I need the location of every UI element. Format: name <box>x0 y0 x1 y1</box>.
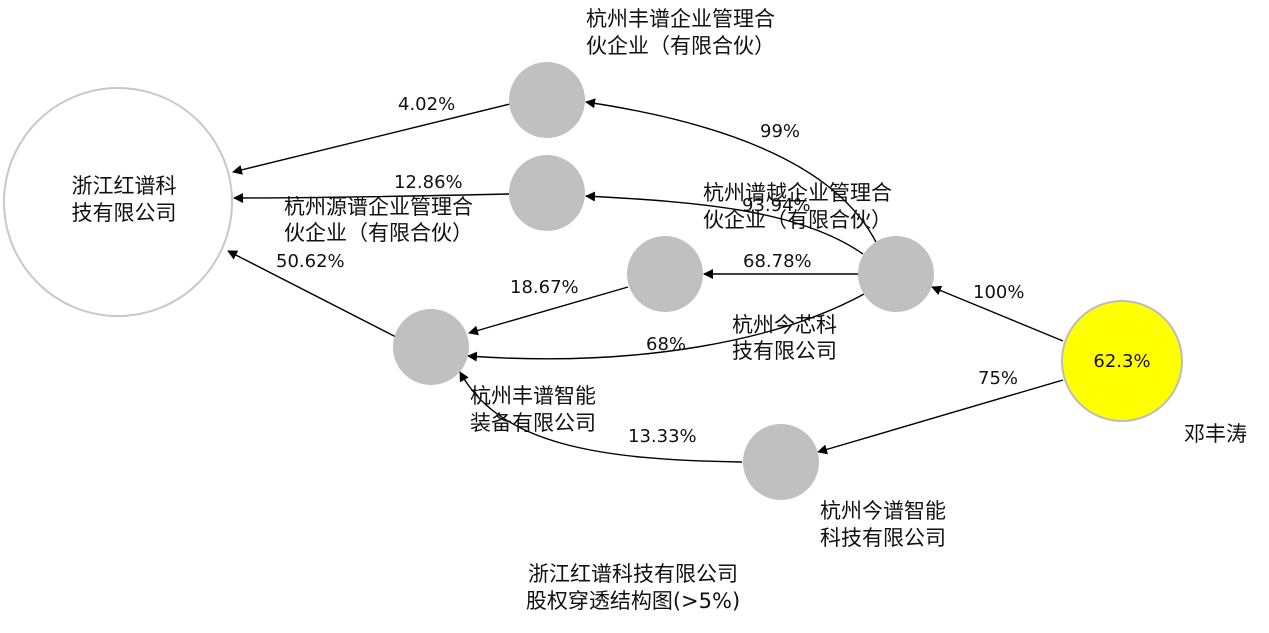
edge-person-to-puyue <box>931 285 1064 342</box>
edge-label-person-to-puyue: 100% <box>973 282 1024 303</box>
edge-person-to-jinpu <box>817 379 1064 455</box>
node-target[interactable] <box>3 87 233 317</box>
fengpu-zhineng-label-line2: 装备有限公司 <box>470 411 596 435</box>
node-person[interactable] <box>1061 300 1183 422</box>
diagram-title: 浙江红谱科技有限公司 股权穿透结构图(>5%) <box>526 562 740 613</box>
puyue-hehuo-label-line2: 伙企业（有限合伙） <box>703 208 892 232</box>
node-labels: 浙江红谱科 技有限公司 杭州丰谱企业管理合 伙企业（有限合伙） 杭州源谱企业管理… <box>72 7 1248 550</box>
edge-fzn-to-target <box>227 250 397 338</box>
node-fengpu-hehuo[interactable] <box>509 62 585 138</box>
edge-puyue-to-fzn <box>467 293 865 362</box>
edge-fengpu-to-target <box>232 103 511 175</box>
target-label-line2: 技有限公司 <box>72 201 177 225</box>
node-puyue-hehuo[interactable] <box>858 236 934 312</box>
yuanpu-hehuo-label-line2: 伙企业（有限合伙） <box>284 221 473 245</box>
jinpu-zhineng-label-line2: 科技有限公司 <box>820 526 946 550</box>
puyue-hehuo-label-line1: 杭州谱越企业管理合 <box>703 181 892 205</box>
edge-label-puyue-to-yuanpu: 93.94% <box>742 195 811 216</box>
edge-puyue-to-fengpu <box>585 98 878 245</box>
jinxin-label-line1: 杭州今芯科 <box>732 313 837 337</box>
edge-puyue-to-yuanpu <box>585 191 864 255</box>
person-inner-label: 62.3% <box>1093 351 1150 372</box>
edge-label-puyue-to-fzn: 68% <box>646 334 686 355</box>
person-name-label: 邓丰涛 <box>1184 422 1247 446</box>
node-fengpu-zhineng[interactable] <box>393 309 469 385</box>
target-label-line1: 浙江红谱科 <box>72 174 177 198</box>
title-line1: 浙江红谱科技有限公司 <box>528 562 738 586</box>
edge-jinpu-to-fzn <box>459 371 743 463</box>
edge-label-yuanpu-to-target: 12.86% <box>394 172 463 193</box>
node-jinpu-zhineng[interactable] <box>743 424 819 500</box>
edge-label-person-to-jinpu: 75% <box>978 368 1018 389</box>
edge-jinxin-to-fzn <box>468 286 629 336</box>
jinpu-zhineng-label-line1: 杭州今谱智能 <box>820 499 946 523</box>
edge-label-jinpu-to-fzn: 13.33% <box>628 426 697 447</box>
edge-label-fengpu-to-target: 4.02% <box>398 94 455 115</box>
title-line2: 股权穿透结构图(>5%) <box>526 589 740 613</box>
node-jinxin[interactable] <box>627 236 703 312</box>
edge-labels: 4.02% 12.86% 50.62% 99% 93.94% 68.78% 18… <box>276 94 1024 447</box>
edge-label-jinxin-to-fzn: 18.67% <box>510 277 579 298</box>
edge-yuanpu-to-target <box>233 192 510 203</box>
yuanpu-hehuo-label-line1: 杭州源谱企业管理合 <box>284 195 473 219</box>
nodes <box>3 62 1183 500</box>
edge-label-fzn-to-target: 50.62% <box>276 251 345 272</box>
edge-label-puyue-to-jinxin: 68.78% <box>743 251 812 272</box>
fengpu-hehuo-label-line2: 伙企业（有限合伙） <box>586 34 775 58</box>
jinxin-label-line2: 技有限公司 <box>732 339 837 363</box>
edges <box>227 98 1064 463</box>
fengpu-zhineng-label-line1: 杭州丰谱智能 <box>470 384 596 408</box>
node-yuanpu-hehuo[interactable] <box>509 155 585 231</box>
fengpu-hehuo-label-line1: 杭州丰谱企业管理合 <box>586 7 775 31</box>
edge-label-puyue-to-fengpu: 99% <box>760 121 800 142</box>
